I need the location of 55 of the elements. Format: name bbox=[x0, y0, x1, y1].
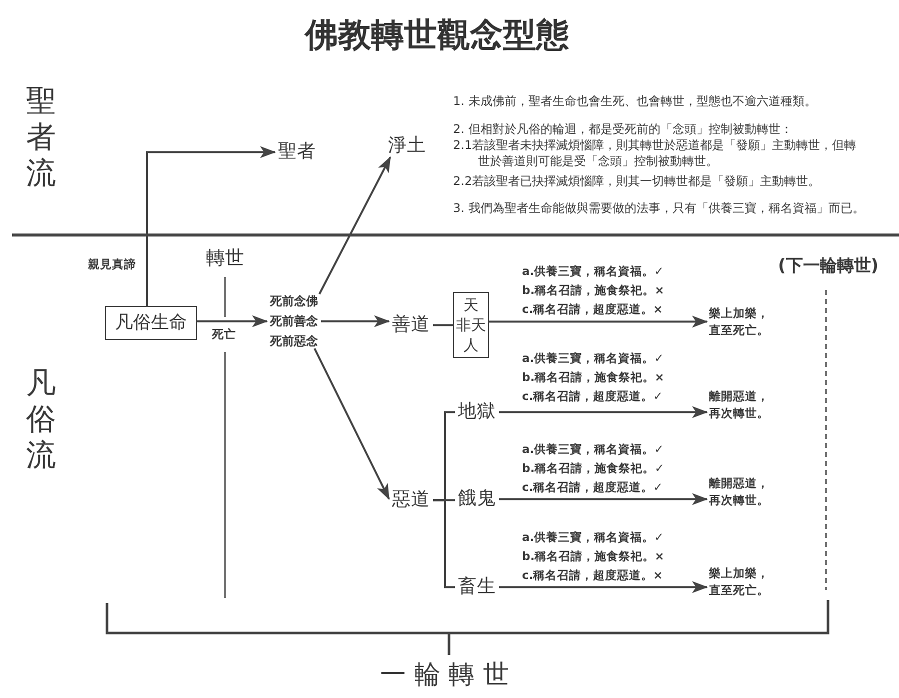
realm-label: 非天 bbox=[455, 315, 487, 335]
note-text: 2.2若該聖者已抉擇滅煩惱障，則其一切轉世都是「發願」主動轉世。 bbox=[453, 173, 820, 190]
practice-item: b.稱名召請，施食祭祀。× bbox=[522, 371, 664, 385]
realm-label: 地獄 bbox=[455, 401, 499, 424]
edge-label: 死亡 bbox=[212, 328, 236, 342]
practice-item: c.稱名召請，超度惡道。× bbox=[522, 303, 663, 317]
practice-item: a.供養三寶，稱名資福。✓ bbox=[522, 352, 664, 366]
condition-label: 死前念佛 bbox=[267, 294, 321, 308]
outcome-text: 樂上加樂，直至死亡。 bbox=[707, 565, 778, 598]
practice-item: b.稱名召請，施食祭祀。× bbox=[522, 284, 664, 298]
realm-label: 淨土 bbox=[385, 135, 429, 158]
outcome-text: 離開惡道，再次轉世。 bbox=[707, 388, 778, 422]
practice-item: b.稱名召請，施食祭祀。✓ bbox=[522, 462, 664, 476]
arrow bbox=[314, 348, 390, 500]
edge-label: 親見真諦 bbox=[88, 258, 136, 272]
arrow bbox=[146, 146, 276, 306]
realm-label: 餓鬼 bbox=[455, 488, 499, 510]
practice-item: a.供養三寶，稱名資福。✓ bbox=[522, 265, 664, 279]
practice-item: a.供養三寶，稱名資福。✓ bbox=[522, 443, 664, 457]
note-text: 1. 未成佛前，聖者生命也會生死、也會轉世，型態也不逾六道種類。 bbox=[453, 93, 816, 110]
outcome-text: 離開惡道，再次轉世。 bbox=[707, 475, 778, 508]
note-text: 2. 但相對於凡俗的輪迴，都是受死前的「念頭」控制被動轉世： bbox=[453, 121, 792, 138]
note-text: 2.1若該聖者未抉擇滅煩惱障，則其轉世於惡道都是「發願」主動轉世，但轉世於善道則可能是受「念頭」控制被動轉世。 bbox=[453, 137, 858, 170]
practice-item: c.稱名召請，超度惡道。✓ bbox=[522, 390, 663, 404]
arrow bbox=[499, 406, 708, 418]
realm-label: 善道 bbox=[389, 314, 433, 336]
realm-label: 人 bbox=[462, 335, 480, 355]
diagram-title: 佛教轉世觀念型態 bbox=[305, 15, 569, 55]
outcome-text: 樂上加樂，直至死亡。 bbox=[707, 305, 778, 338]
arrow bbox=[197, 315, 268, 328]
realm-label: 惡道 bbox=[389, 489, 433, 512]
practice-item: a.供養三寶，稱名資福。✓ bbox=[522, 531, 664, 545]
arrow bbox=[318, 156, 392, 294]
realm-box bbox=[453, 292, 489, 358]
arrow bbox=[499, 581, 708, 594]
section-label: 凡俗流 bbox=[26, 366, 56, 474]
stage-label: 轉世 bbox=[206, 247, 244, 270]
connector-line bbox=[433, 499, 455, 588]
section-label: 聖者流 bbox=[26, 84, 56, 192]
practice-item: b.稱名召請，施食祭祀。× bbox=[522, 550, 664, 564]
condition-label: 死前善念 bbox=[267, 314, 321, 328]
realm-label: 畜生 bbox=[455, 576, 499, 598]
condition-label: 死前惡念 bbox=[267, 334, 321, 348]
arrow bbox=[321, 315, 390, 328]
realm-label: 天 bbox=[462, 295, 480, 315]
practice-item: c.稱名召請，超度惡道。× bbox=[522, 569, 663, 583]
note-text: 3. 我們為聖者生命能做與需要做的法事，只有「供養三寶，稱名資福」而已。 bbox=[453, 200, 864, 216]
connector-line bbox=[433, 324, 453, 326]
cycle-label: 一 輪 轉 世 bbox=[380, 660, 509, 692]
realm-label: 聖者 bbox=[275, 141, 319, 164]
practice-item: c.稱名召請，超度惡道。✓ bbox=[522, 481, 663, 495]
process-box: 凡俗生命 bbox=[105, 306, 197, 340]
arrow bbox=[499, 493, 708, 506]
next-round-label: (下一輪轉世) bbox=[778, 256, 879, 276]
arrow bbox=[489, 316, 708, 328]
